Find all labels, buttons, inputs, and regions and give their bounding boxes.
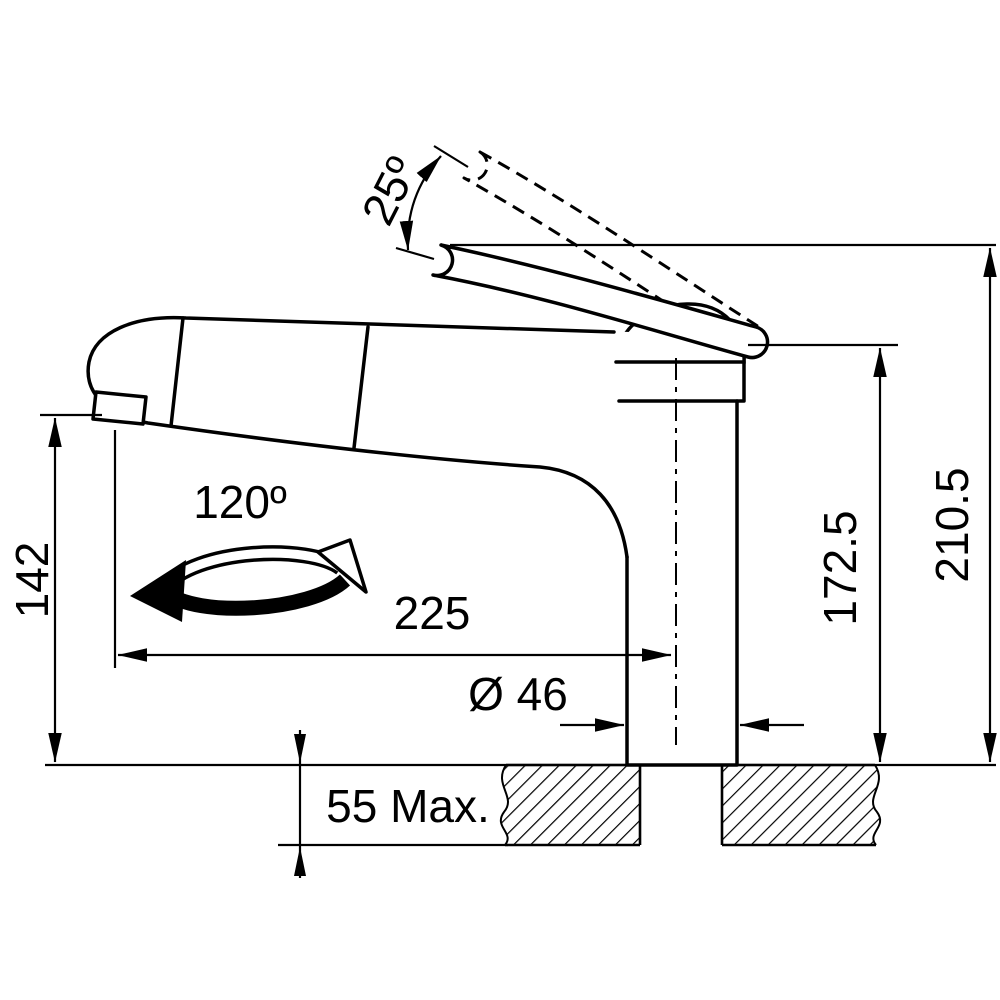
counter-hatch-right [722,765,881,845]
label-height-172: 172.5 [814,510,866,625]
swivel-arrow-head-left [130,560,186,622]
aerator-outlet [91,390,148,426]
label-height-210: 210.5 [926,467,978,582]
label-deck-55max: 55 Max. [326,780,490,832]
label-reach-225: 225 [394,587,471,639]
dim-55-arrow-bottom [294,847,306,876]
dimension-lines [40,145,997,878]
spout-seam-lines [169,316,370,450]
faucet-swivel-collar [614,360,746,403]
faucet-collar-fill [616,362,744,401]
swivel-arrow-bottom-band [161,574,351,616]
label-height-142: 142 [6,542,58,619]
label-swivel-angle: 120º [193,476,287,528]
dimension-labels: 25º 120º 142 225 Ø 46 172.5 210.5 55 Max… [6,148,978,832]
swivel-arrow-head-right [316,538,368,594]
faucet-column-fill [627,390,737,765]
label-diameter-46: Ø 46 [468,668,568,720]
dim-55-arrow-top [294,734,306,763]
faucet-spout-outline [86,315,629,559]
swivel-arrow-top-band-inner [159,548,344,592]
faucet-drawing [86,150,770,767]
counter-break-right [872,764,882,846]
dim-25-arc [399,155,442,251]
label-handle-angle: 25º [351,148,428,232]
countertop-section [499,763,882,847]
faucet-spout-fill [88,317,663,560]
counter-hatch-left [500,765,640,845]
swivel-arrow-symbol [130,538,368,622]
counter-break-left [499,764,509,846]
faucet-handle [431,243,770,360]
